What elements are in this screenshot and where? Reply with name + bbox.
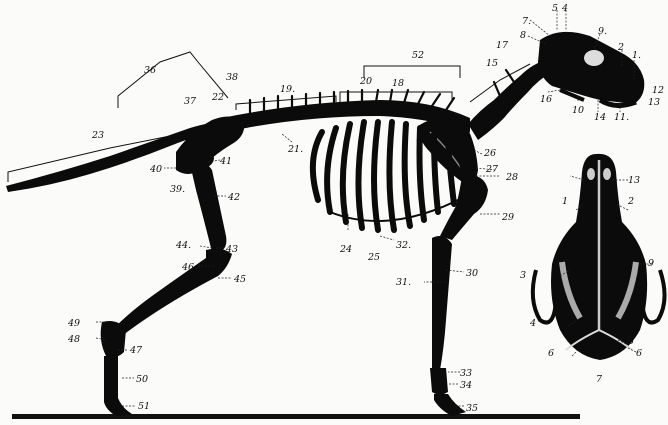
label-dorsal-1: 1 — [562, 196, 568, 207]
brace-23 — [8, 136, 170, 182]
label-8: 8 — [520, 30, 526, 41]
label-29: 29 — [501, 212, 514, 223]
label-26: 26 — [483, 148, 496, 159]
label-52: 52 — [412, 50, 424, 61]
label-42: 42 — [227, 192, 240, 203]
label-28: 28 — [505, 172, 518, 183]
label-17: 17 — [496, 40, 509, 51]
label-27: 27 — [485, 164, 499, 175]
label-36: 36 — [144, 65, 156, 76]
brace-52 — [364, 66, 460, 78]
label-22: 22 — [211, 92, 224, 103]
label-5: 5 — [552, 3, 558, 14]
label-dorsal-2: 2 — [627, 196, 634, 207]
label-32: 32. — [396, 240, 411, 251]
label-23: 23 — [91, 130, 104, 141]
label-39: 39. — [170, 184, 185, 195]
label-43: 43 — [225, 244, 238, 255]
label-30: 30 — [466, 268, 478, 279]
label-12: 12 — [652, 85, 664, 96]
label-dorsal-6a: 6 — [548, 348, 554, 359]
label-51: 51 — [138, 401, 150, 412]
label-37: 37 — [184, 96, 197, 107]
label-47: 47 — [129, 345, 143, 356]
ground-line — [12, 414, 580, 419]
label-24: 24 — [339, 244, 352, 255]
label-15: 15 — [486, 58, 498, 69]
label-dorsal-6b: 6 — [636, 348, 642, 359]
label-7: 7. — [522, 16, 531, 27]
label-dorsal-3: 3 — [520, 270, 526, 281]
label-45: 45 — [233, 274, 246, 285]
label-14: 14 — [594, 112, 606, 123]
label-16: 16 — [540, 94, 552, 105]
label-44: 44. — [175, 240, 191, 251]
label-2: 2 — [617, 42, 624, 53]
label-19: 19. — [280, 84, 295, 95]
label-21: 21. — [287, 144, 303, 155]
label-1: 1. — [632, 50, 641, 61]
label-41: 41 — [219, 156, 232, 167]
label-10: 10 — [572, 105, 584, 116]
label-13: 13 — [648, 97, 660, 108]
label-dorsal-4: 4 — [529, 318, 536, 329]
hindlimb — [101, 146, 232, 416]
label-dorsal-9: 9 — [648, 258, 654, 269]
label-dorsal-5: 5 — [628, 336, 634, 347]
label-48: 48 — [67, 334, 80, 345]
skull-dorsal — [533, 154, 665, 360]
label-4: 4 — [561, 3, 568, 14]
label-dorsal-13: 13 — [628, 175, 640, 186]
label-11: 11. — [614, 112, 629, 123]
label-50: 50 — [136, 374, 148, 385]
label-33: 33 — [460, 368, 472, 379]
label-40: 40 — [149, 164, 162, 175]
label-31: 31. — [396, 277, 411, 288]
label-35: 35 — [466, 403, 478, 414]
label-49: 49 — [67, 318, 80, 329]
label-18: 18 — [392, 78, 404, 89]
label-34: 34 — [460, 380, 472, 391]
label-20: 20 — [359, 76, 372, 87]
skull-side — [538, 32, 644, 106]
label-dorsal-7: 7 — [596, 374, 603, 385]
label-dorsal-1r: 1 — [662, 288, 668, 299]
label-38: 38 — [226, 72, 238, 83]
label-46: 46 — [181, 262, 194, 273]
label-25: 25 — [367, 252, 380, 263]
label-9: 9. — [598, 26, 607, 37]
